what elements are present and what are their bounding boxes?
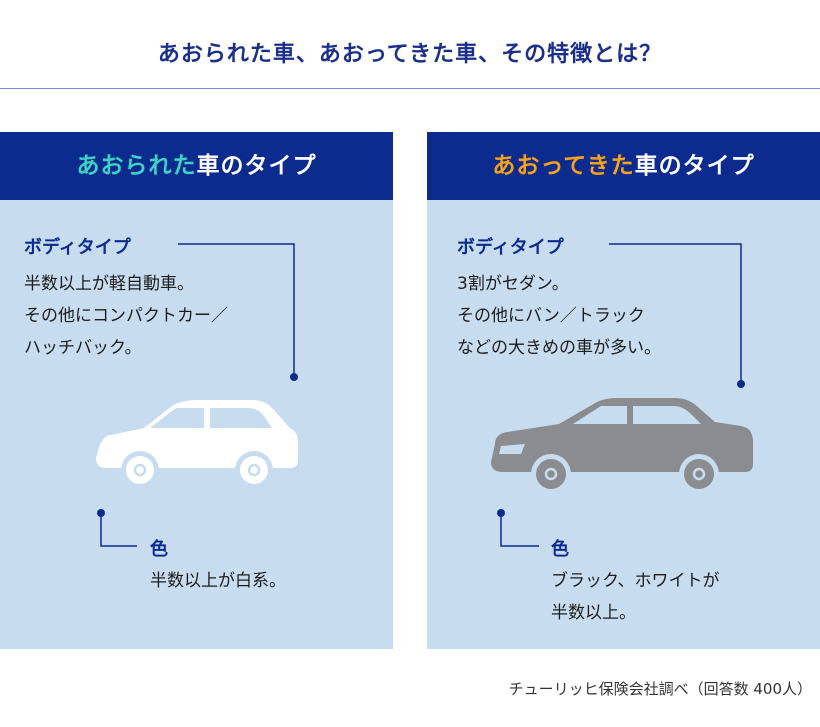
body-type-callout-dot bbox=[290, 373, 298, 381]
page-title: あおられた車、あおってきた車、その特徴とは？ bbox=[157, 42, 663, 67]
panel-header-rest: 車のタイプ bbox=[196, 153, 317, 179]
color-callout-line bbox=[500, 513, 539, 547]
title-divider bbox=[0, 88, 820, 89]
color-title: 色 bbox=[150, 539, 168, 560]
body-type-title: ボディタイプ bbox=[24, 237, 131, 258]
body-type-callout-dot bbox=[737, 380, 745, 388]
panel-header-highlight: あおられた bbox=[76, 153, 197, 179]
panel-header: あおられた車のタイプ bbox=[0, 132, 393, 200]
panel-tailgating-car: あおってきた車のタイプ ボディタイプ 3割がセダン。 その他にバン／トラック な… bbox=[427, 132, 820, 649]
body-type-text: 3割がセダン。 その他にバン／トラック などの大きめの車が多い。 bbox=[457, 274, 661, 358]
color-text: 半数以上が白系。 bbox=[150, 571, 286, 591]
body-type-text: 半数以上が軽自動車。 その他にコンパクトカー／ ハッチバック。 bbox=[24, 274, 228, 358]
callout-lines bbox=[497, 243, 745, 547]
panel-header-highlight: あおってきた bbox=[492, 153, 635, 179]
source-footnote: チューリッヒ保険会社調べ（回答数 400人） bbox=[508, 680, 812, 698]
panel-header-rest: 車のタイプ bbox=[634, 153, 755, 179]
body-type-callout-line bbox=[178, 243, 295, 376]
color-text: ブラック、ホワイトが 半数以上。 bbox=[551, 571, 720, 623]
panel-header: あおってきた車のタイプ bbox=[427, 132, 820, 200]
panel-tailgated-car: あおられた車のタイプ ボディタイプ 半数以上が軽自動車。 その他にコンパクトカー… bbox=[0, 132, 393, 649]
color-callout-line bbox=[100, 513, 137, 547]
color-title: 色 bbox=[551, 539, 569, 560]
gray-sedan-car-icon bbox=[491, 398, 753, 490]
body-type-callout-line bbox=[609, 243, 742, 383]
callout-lines bbox=[97, 243, 298, 547]
body-type-title: ボディタイプ bbox=[457, 237, 564, 258]
white-hatchback-car-icon bbox=[96, 400, 298, 489]
